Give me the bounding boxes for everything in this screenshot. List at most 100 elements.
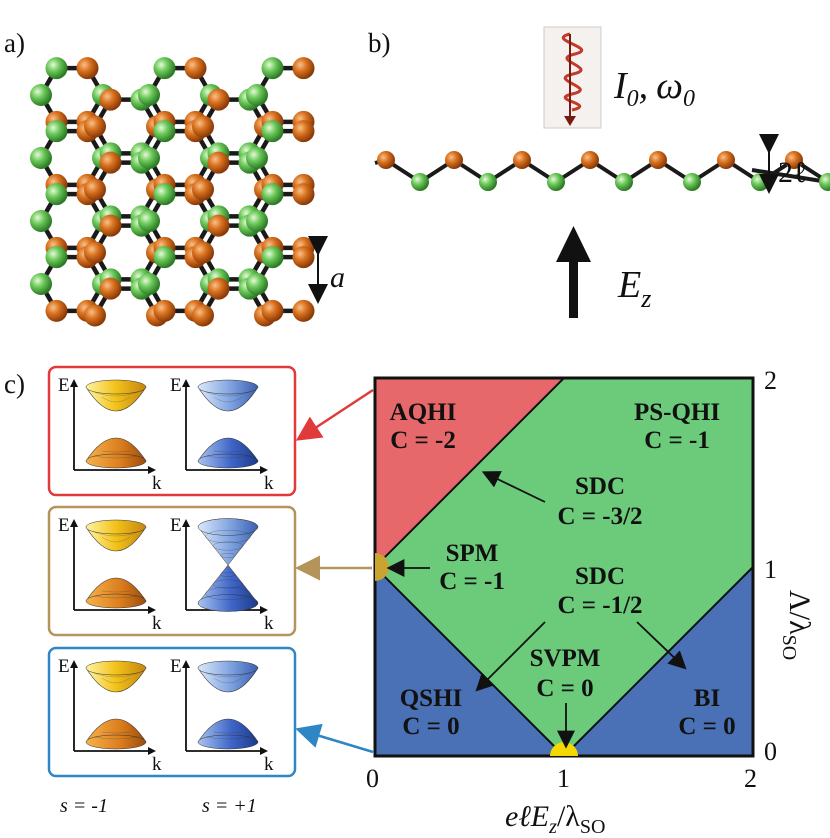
chain-atom-orange	[785, 151, 803, 169]
chain-atom-orange	[377, 151, 395, 169]
phase-diagram: AQHI C = -2 PS-QHI C = -1 SDC C = -3/2 S…	[366, 366, 816, 838]
buckling-label: 2ℓ	[778, 156, 807, 189]
chain-atom-green	[683, 173, 701, 191]
atom-orange	[45, 299, 68, 322]
axis-k-label: k	[264, 613, 274, 634]
atom-orange	[84, 241, 106, 264]
atom-orange	[207, 88, 230, 111]
atom-orange	[192, 178, 214, 201]
chain-atom-green	[819, 173, 830, 191]
atom-green	[261, 246, 284, 269]
atom-green	[45, 57, 68, 80]
band-plot-plus: Ek	[170, 375, 274, 494]
atom-green	[153, 246, 176, 269]
x-tick-2: 2	[744, 764, 757, 793]
axis-k-label: k	[264, 473, 274, 494]
atom-orange	[292, 120, 315, 143]
atom-orange	[99, 151, 122, 174]
atom-orange	[207, 151, 230, 174]
atom-green	[138, 147, 160, 169]
axis-e-label: E	[58, 656, 70, 677]
atom-orange	[261, 299, 284, 322]
axis-k-label: k	[152, 473, 162, 494]
x-axis-label: eℓEz/λSO	[505, 800, 605, 838]
chain-atom-green	[615, 173, 633, 191]
aqhi-chern: C = -2	[390, 427, 456, 454]
atom-orange	[292, 57, 315, 80]
panel-label-a: a)	[4, 28, 25, 58]
atom-green	[30, 147, 52, 169]
qshi-name: QSHI	[400, 685, 463, 712]
atom-orange	[84, 115, 106, 138]
arrow-aqhi-box	[295, 388, 374, 441]
x-tick-0: 0	[366, 764, 379, 793]
y-tick-0: 0	[764, 737, 777, 766]
band-plot-minus: Ek	[58, 375, 162, 494]
atom-orange	[153, 299, 176, 322]
atom-orange	[84, 304, 106, 327]
atom-green	[138, 273, 160, 295]
honeycomb-lattice	[30, 57, 315, 327]
atom-green	[30, 84, 52, 106]
axis-e-label: E	[170, 375, 182, 396]
atom-green	[138, 210, 160, 232]
atom-orange	[292, 246, 315, 269]
atom-orange	[207, 277, 230, 300]
spin-minus-label: s = -1	[60, 795, 108, 817]
atom-orange	[207, 214, 230, 237]
laser-icon	[543, 26, 602, 129]
axis-e-label: E	[58, 515, 70, 536]
svpm-chern: C = 0	[536, 675, 593, 702]
efield-label: Ez	[617, 264, 651, 313]
chain-atom-green	[547, 173, 565, 191]
axis-e-label: E	[58, 375, 70, 396]
atom-orange	[292, 299, 315, 322]
spm-marker	[375, 553, 389, 581]
chain-atom-orange	[445, 151, 463, 169]
spm-name: SPM	[446, 540, 499, 567]
y-tick-1: 1	[764, 555, 777, 584]
axis-k-label: k	[264, 754, 274, 775]
psqhi-name: PS-QHI	[634, 399, 720, 426]
laser-label: I0,ω0	[613, 65, 695, 112]
atom-green	[138, 84, 160, 106]
lattice-spacing-label: a	[330, 261, 345, 294]
sdc1-chern: C = -3/2	[557, 503, 642, 530]
atom-green	[153, 120, 176, 143]
atom-green	[261, 57, 284, 80]
bi-chern: C = 0	[678, 713, 735, 740]
chain-atom-green	[411, 173, 429, 191]
atom-green	[30, 210, 52, 232]
chain-atom-orange	[717, 151, 735, 169]
chain-atom-orange	[649, 151, 667, 169]
atom-green	[246, 84, 268, 106]
atom-orange	[99, 88, 122, 111]
panel-label-b: b)	[368, 28, 391, 58]
psqhi-chern: C = -1	[644, 427, 710, 454]
band-plot-minus: Ek	[58, 656, 162, 775]
atom-green	[45, 120, 68, 143]
panel-label-c: c)	[4, 369, 25, 399]
atom-green	[153, 57, 176, 80]
chain-atom-green	[751, 173, 769, 191]
axis-e-label: E	[170, 656, 182, 677]
axis-k-label: k	[152, 613, 162, 634]
axis-e-label: E	[170, 515, 182, 536]
spm-chern: C = -1	[439, 568, 505, 595]
atom-orange	[84, 178, 106, 201]
band-plot-plus: Ek	[170, 656, 274, 775]
band-plot-plus: Ek	[170, 515, 274, 634]
chain-atom-orange	[513, 151, 531, 169]
atom-orange	[184, 57, 207, 80]
y-tick-2: 2	[764, 366, 777, 395]
sdc1-name: SDC	[575, 473, 625, 500]
atom-green	[246, 210, 268, 232]
y-axis-label: Λ/λSO	[778, 590, 816, 660]
qshi-chern: C = 0	[402, 713, 459, 740]
svpm-name: SVPM	[530, 645, 601, 672]
spin-plus-label: s = +1	[202, 795, 257, 817]
